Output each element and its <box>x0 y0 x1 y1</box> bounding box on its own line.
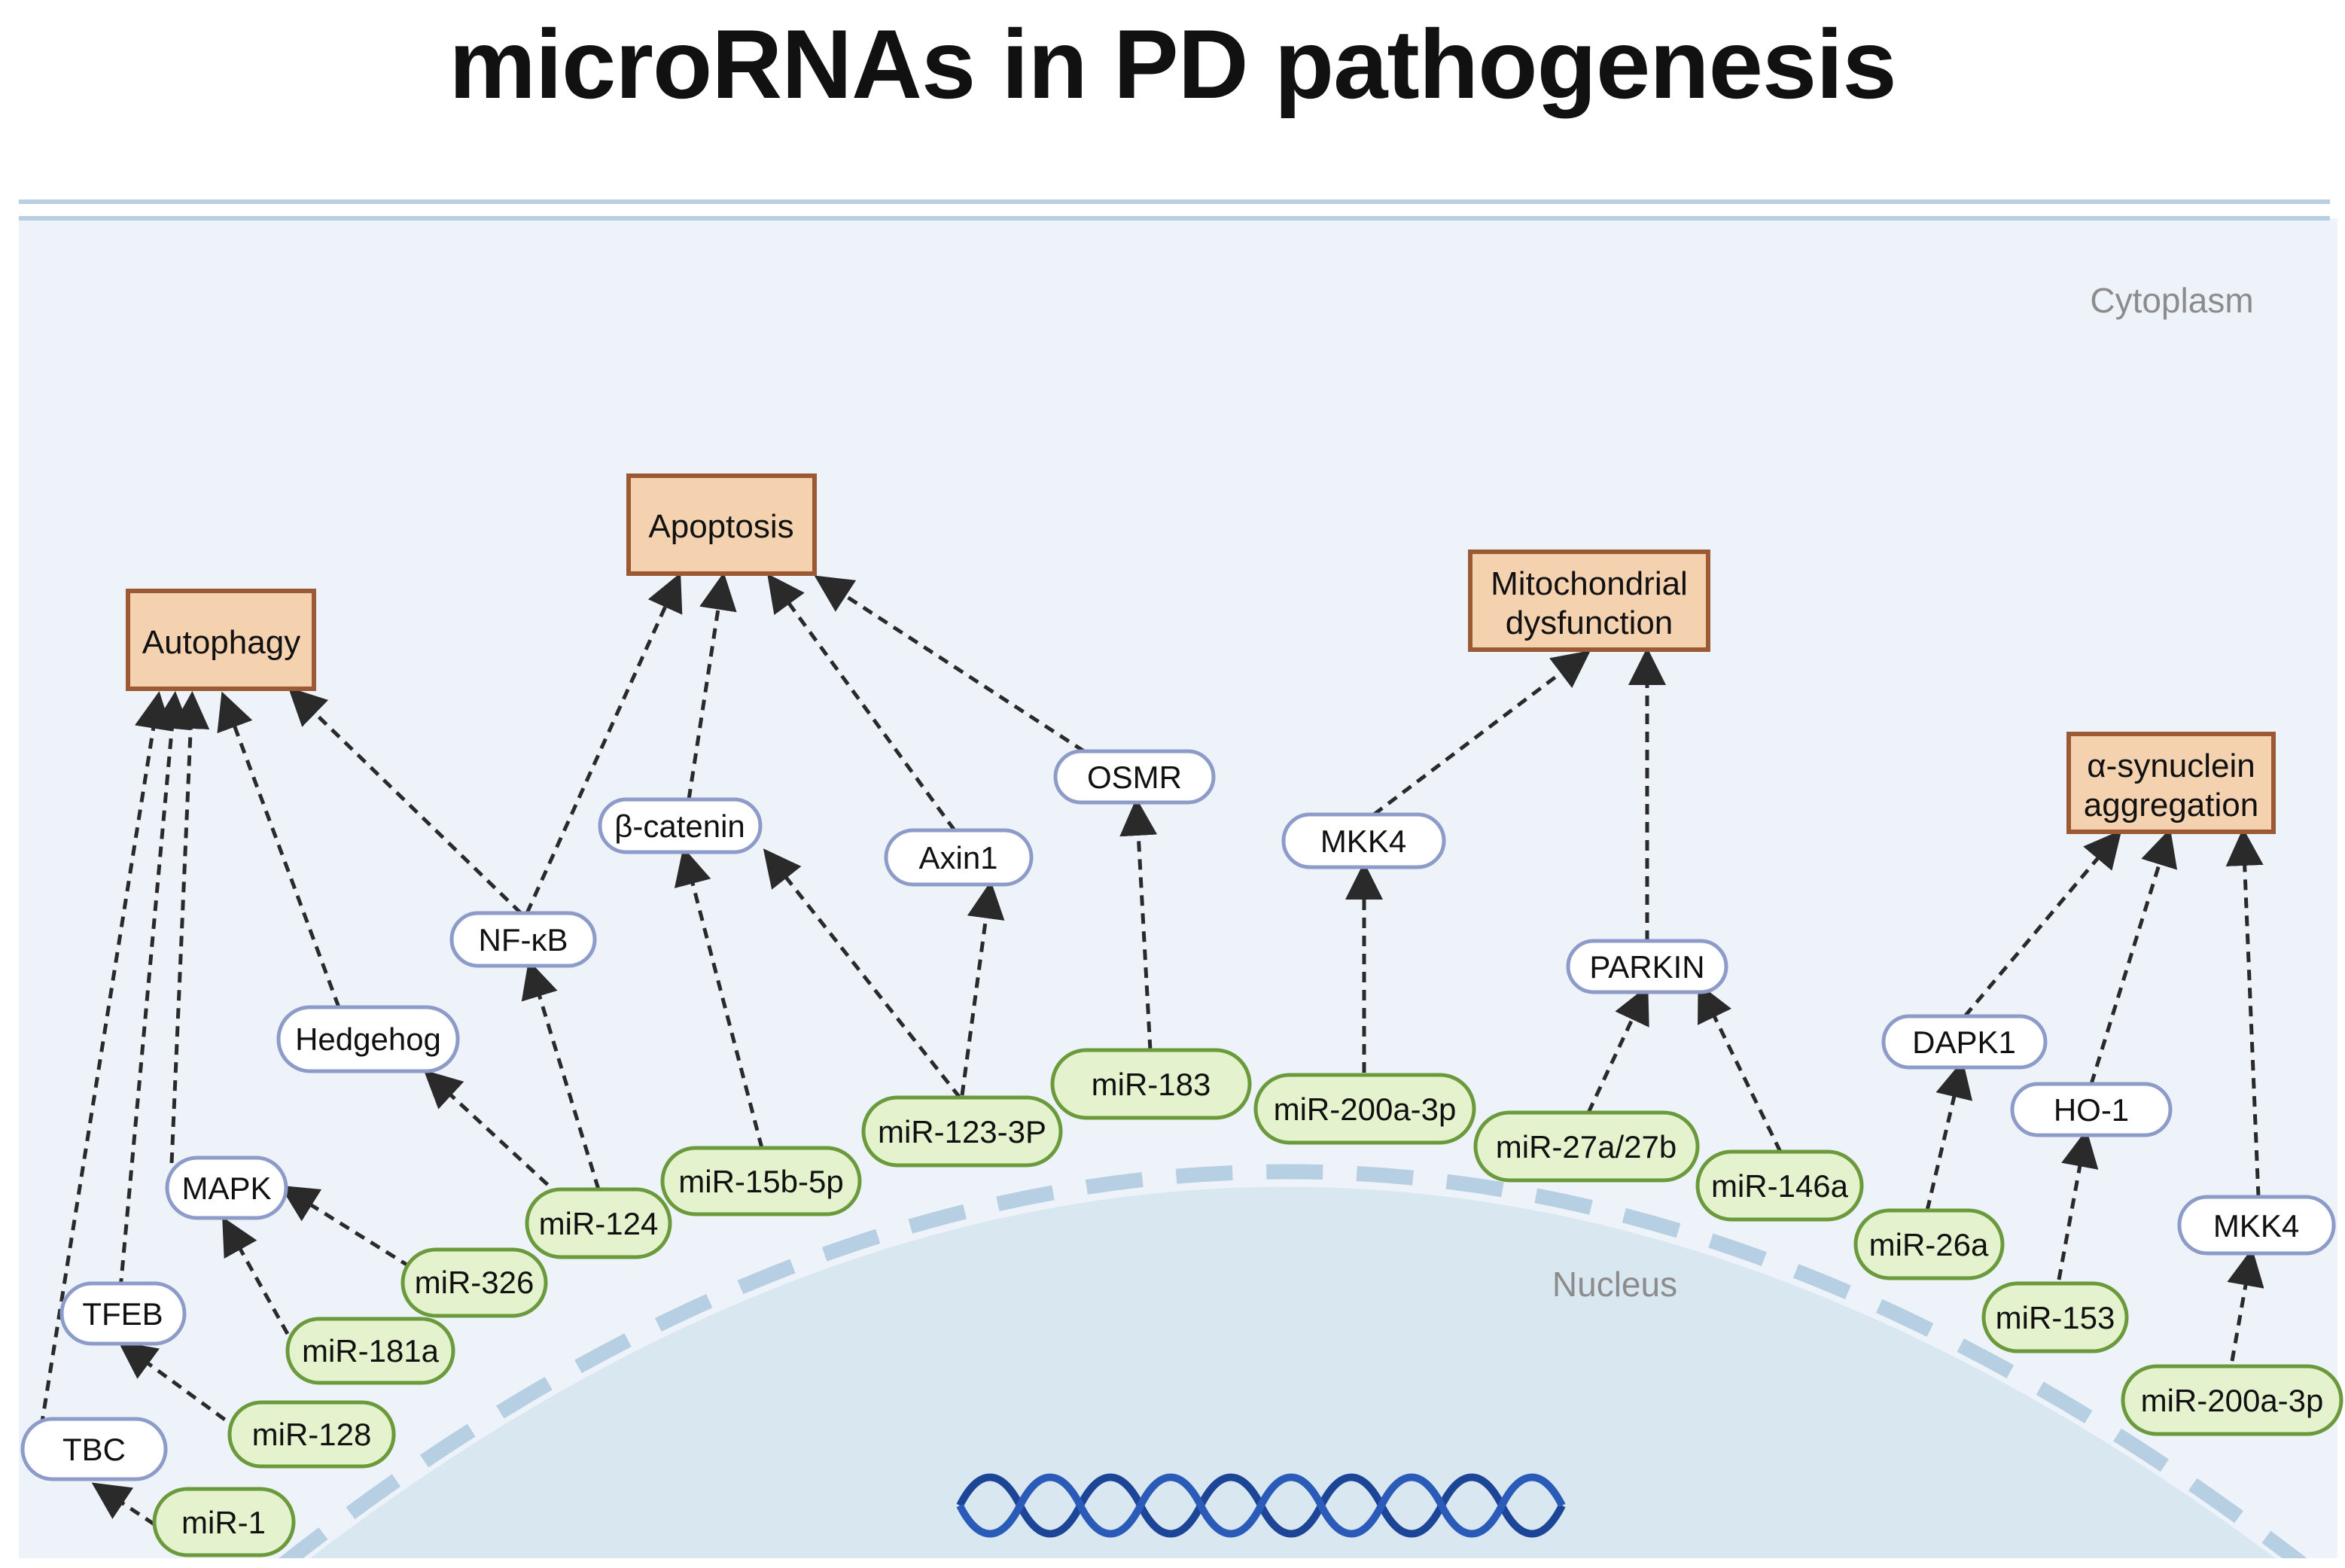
arrow-mkk4-mitochondrial <box>1372 650 1591 816</box>
process-mitochondrial-line2: dysfunction <box>1506 604 1673 641</box>
mirna-mir200b-label: miR-200a-3p <box>2141 1383 2324 1418</box>
protein-tfeb-label: TFEB <box>82 1296 163 1332</box>
mirna-mir146a-pill <box>1695 1149 1864 1222</box>
protein-mkk4a-label: MKK4 <box>1320 824 1406 859</box>
protein-dapk1-pill <box>1881 1014 2048 1070</box>
protein-hedgehog-label: Hedgehog <box>295 1021 441 1057</box>
arrow-mir15b-bcatenin <box>674 847 764 1149</box>
protein-dapk1-label: DAPK1 <box>1912 1025 2016 1060</box>
process-apoptosis-label: Apoptosis <box>648 508 793 545</box>
mirna-mir153-label: miR-153 <box>1996 1300 2115 1335</box>
arrow-hedgehog-autophagy <box>217 691 341 1008</box>
mirna-mir200a-label: miR-200a-3p <box>1274 1092 1457 1127</box>
arrow-mir326-mapk <box>279 1185 412 1269</box>
arrow-dapk1-synuclein <box>1963 830 2122 1018</box>
mirna-mir15b-pill <box>660 1146 862 1216</box>
mirna-mir326-label: miR-326 <box>415 1265 534 1300</box>
nucleus-label: Nucleus <box>1552 1265 1677 1304</box>
protein-ho1-pill <box>2010 1082 2173 1137</box>
mirna-mir27-pill <box>1473 1110 1700 1183</box>
arrow-mapk-autophagy <box>169 691 210 1164</box>
arrow-mir1-tbc <box>91 1482 156 1527</box>
mirna-mir1-pill <box>152 1487 296 1557</box>
arrow-tbc-autophagy <box>39 691 172 1427</box>
mirna-mir123-label: miR-123-3P <box>878 1114 1046 1149</box>
protein-tbc-pill <box>20 1417 168 1481</box>
process-synuclein-line1: α-synuclein <box>2087 747 2255 784</box>
arrow-osmr-apoptosis <box>814 575 1086 754</box>
mirna-mir200a-pill <box>1253 1073 1476 1145</box>
mirna-mir153-pill <box>1981 1281 2129 1353</box>
process-mitochondrial-dysfunction: Mitochondrial dysfunction <box>1468 550 1710 652</box>
protein-mapk-label: MAPK <box>181 1171 271 1206</box>
arrow-nfkb-apoptosis <box>525 572 683 915</box>
process-mitochondrial-line1: Mitochondrial <box>1491 565 1688 602</box>
protein-ho1-label: HO-1 <box>2054 1092 2129 1128</box>
mirna-mir26a-pill <box>1853 1208 2005 1280</box>
mirna-mir27-label: miR-27a/27b <box>1496 1129 1677 1165</box>
arrow-mir27-parkin <box>1586 985 1649 1114</box>
arrow-mir183-osmr <box>1119 798 1158 1051</box>
protein-mkk4b-pill <box>2177 1195 2336 1256</box>
protein-tbc-label: TBC <box>62 1432 126 1467</box>
protein-parkin-pill <box>1566 939 1728 994</box>
mirna-mir124-pill <box>525 1187 672 1259</box>
mirna-mir123-pill <box>861 1095 1063 1168</box>
arrow-bcatenin-apoptosis <box>687 572 737 800</box>
arrow-ho1-synuclein <box>2089 828 2178 1085</box>
arrow-mir26a-dapk1 <box>1925 1060 1973 1211</box>
mirna-mir1-label: miR-1 <box>181 1505 266 1540</box>
protein-nfkb-label: NF-κB <box>479 922 568 958</box>
protein-mkk4b-label: MKK4 <box>2213 1208 2299 1244</box>
protein-nfkb-pill <box>449 911 597 968</box>
mirna-mir124-label: miR-124 <box>539 1206 659 1241</box>
diagram-title: microRNAs in PD pathogenesis <box>449 9 1896 119</box>
mirna-mir15b-label: miR-15b-5p <box>678 1164 843 1199</box>
arrow-mir124-nfkb <box>521 960 601 1190</box>
process-synuclein-aggregation: α-synuclein aggregation <box>2066 732 2276 834</box>
mirna-mir181a-label: miR-181a <box>302 1333 440 1369</box>
mirna-mir181a-pill <box>285 1317 455 1385</box>
mirna-mir183-label: miR-183 <box>1092 1067 1211 1102</box>
arrow-mir124-hedgehog <box>423 1070 562 1198</box>
arrow-mir181a-mapk <box>222 1216 290 1335</box>
protein-mapk-pill <box>165 1155 288 1220</box>
arrow-axin1-apoptosis <box>767 573 957 832</box>
dna-helix-icon <box>956 1473 1566 1538</box>
protein-bcatenin-label: β-catenin <box>614 808 745 844</box>
protein-bcatenin-pill <box>598 797 763 854</box>
protein-axin1-pill <box>884 828 1034 887</box>
protein-tfeb-pill <box>59 1281 187 1346</box>
nucleus-region <box>310 1186 2276 1558</box>
mirna-mir26a-label: miR-26a <box>1869 1227 1989 1262</box>
arrow-mir153-ho1 <box>2057 1129 2099 1280</box>
arrow-mir123-bcatenin <box>763 848 961 1099</box>
arrow-tfeb-autophagy <box>118 691 191 1289</box>
process-synuclein-line2: aggregation <box>2084 787 2258 824</box>
arrow-mir146a-parkin <box>1698 983 1783 1153</box>
nuclear-envelope <box>279 1164 2307 1558</box>
mirna-mir128-pill <box>227 1400 396 1469</box>
protein-osmr-label: OSMR <box>1087 760 1182 795</box>
mirna-mir326-pill <box>400 1247 548 1318</box>
mirna-mir146a-label: miR-146a <box>1711 1168 1849 1204</box>
mirna-mir200b-pill <box>2121 1364 2343 1436</box>
process-autophagy: Autophagy <box>126 589 316 691</box>
protein-mkk4a-pill <box>1281 812 1446 869</box>
protein-axin1-label: Axin1 <box>918 840 997 875</box>
cytoplasm-label: Cytoplasm <box>2090 281 2253 320</box>
process-autophagy-label: Autophagy <box>142 624 300 661</box>
protein-hedgehog-pill <box>276 1005 460 1073</box>
mirna-mir183-pill <box>1050 1048 1252 1120</box>
process-apoptosis: Apoptosis <box>626 473 817 576</box>
arrow-mir128-tfeb <box>117 1341 241 1433</box>
protein-osmr-pill <box>1053 749 1216 805</box>
protein-parkin-label: PARKIN <box>1589 949 1704 985</box>
arrow-mkk4-synuclein <box>2225 828 2264 1198</box>
mirna-mir128-label: miR-128 <box>252 1417 372 1452</box>
